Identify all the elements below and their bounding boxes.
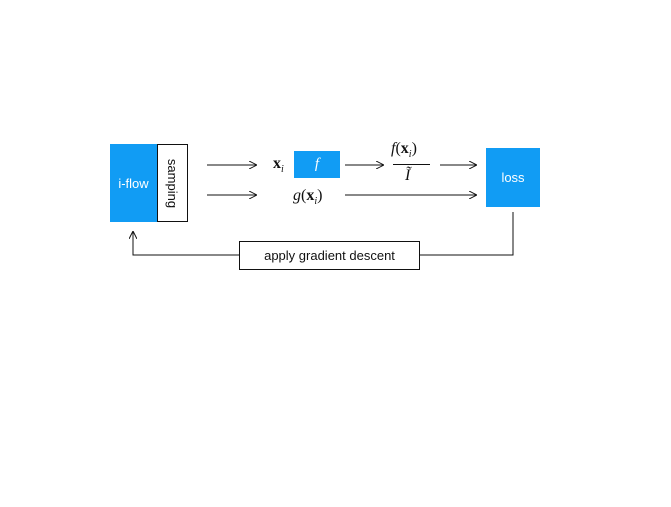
fraction-bar [393,164,430,165]
loss-box: loss [486,148,540,207]
fraction-numerator: f(xi) [391,140,417,161]
g-of-x-label: g(xi) [293,187,323,208]
loss-to-gradient-line [420,212,514,256]
iflow-label: i-flow [118,175,149,191]
f-function-box: f [294,151,340,178]
gradient-to-iflow-arrow [133,232,239,256]
iflow-box: i-flow [110,144,157,222]
fraction-denominator: Ĩ [405,167,411,184]
loss-label: loss [501,170,525,185]
gradient-descent-label: apply gradient descent [264,248,395,263]
f-label: f [314,156,320,172]
sampling-box: samping [157,144,188,222]
xi-label: xi [273,155,284,176]
sampling-label: samping [165,158,181,208]
gradient-descent-box: apply gradient descent [239,241,420,270]
